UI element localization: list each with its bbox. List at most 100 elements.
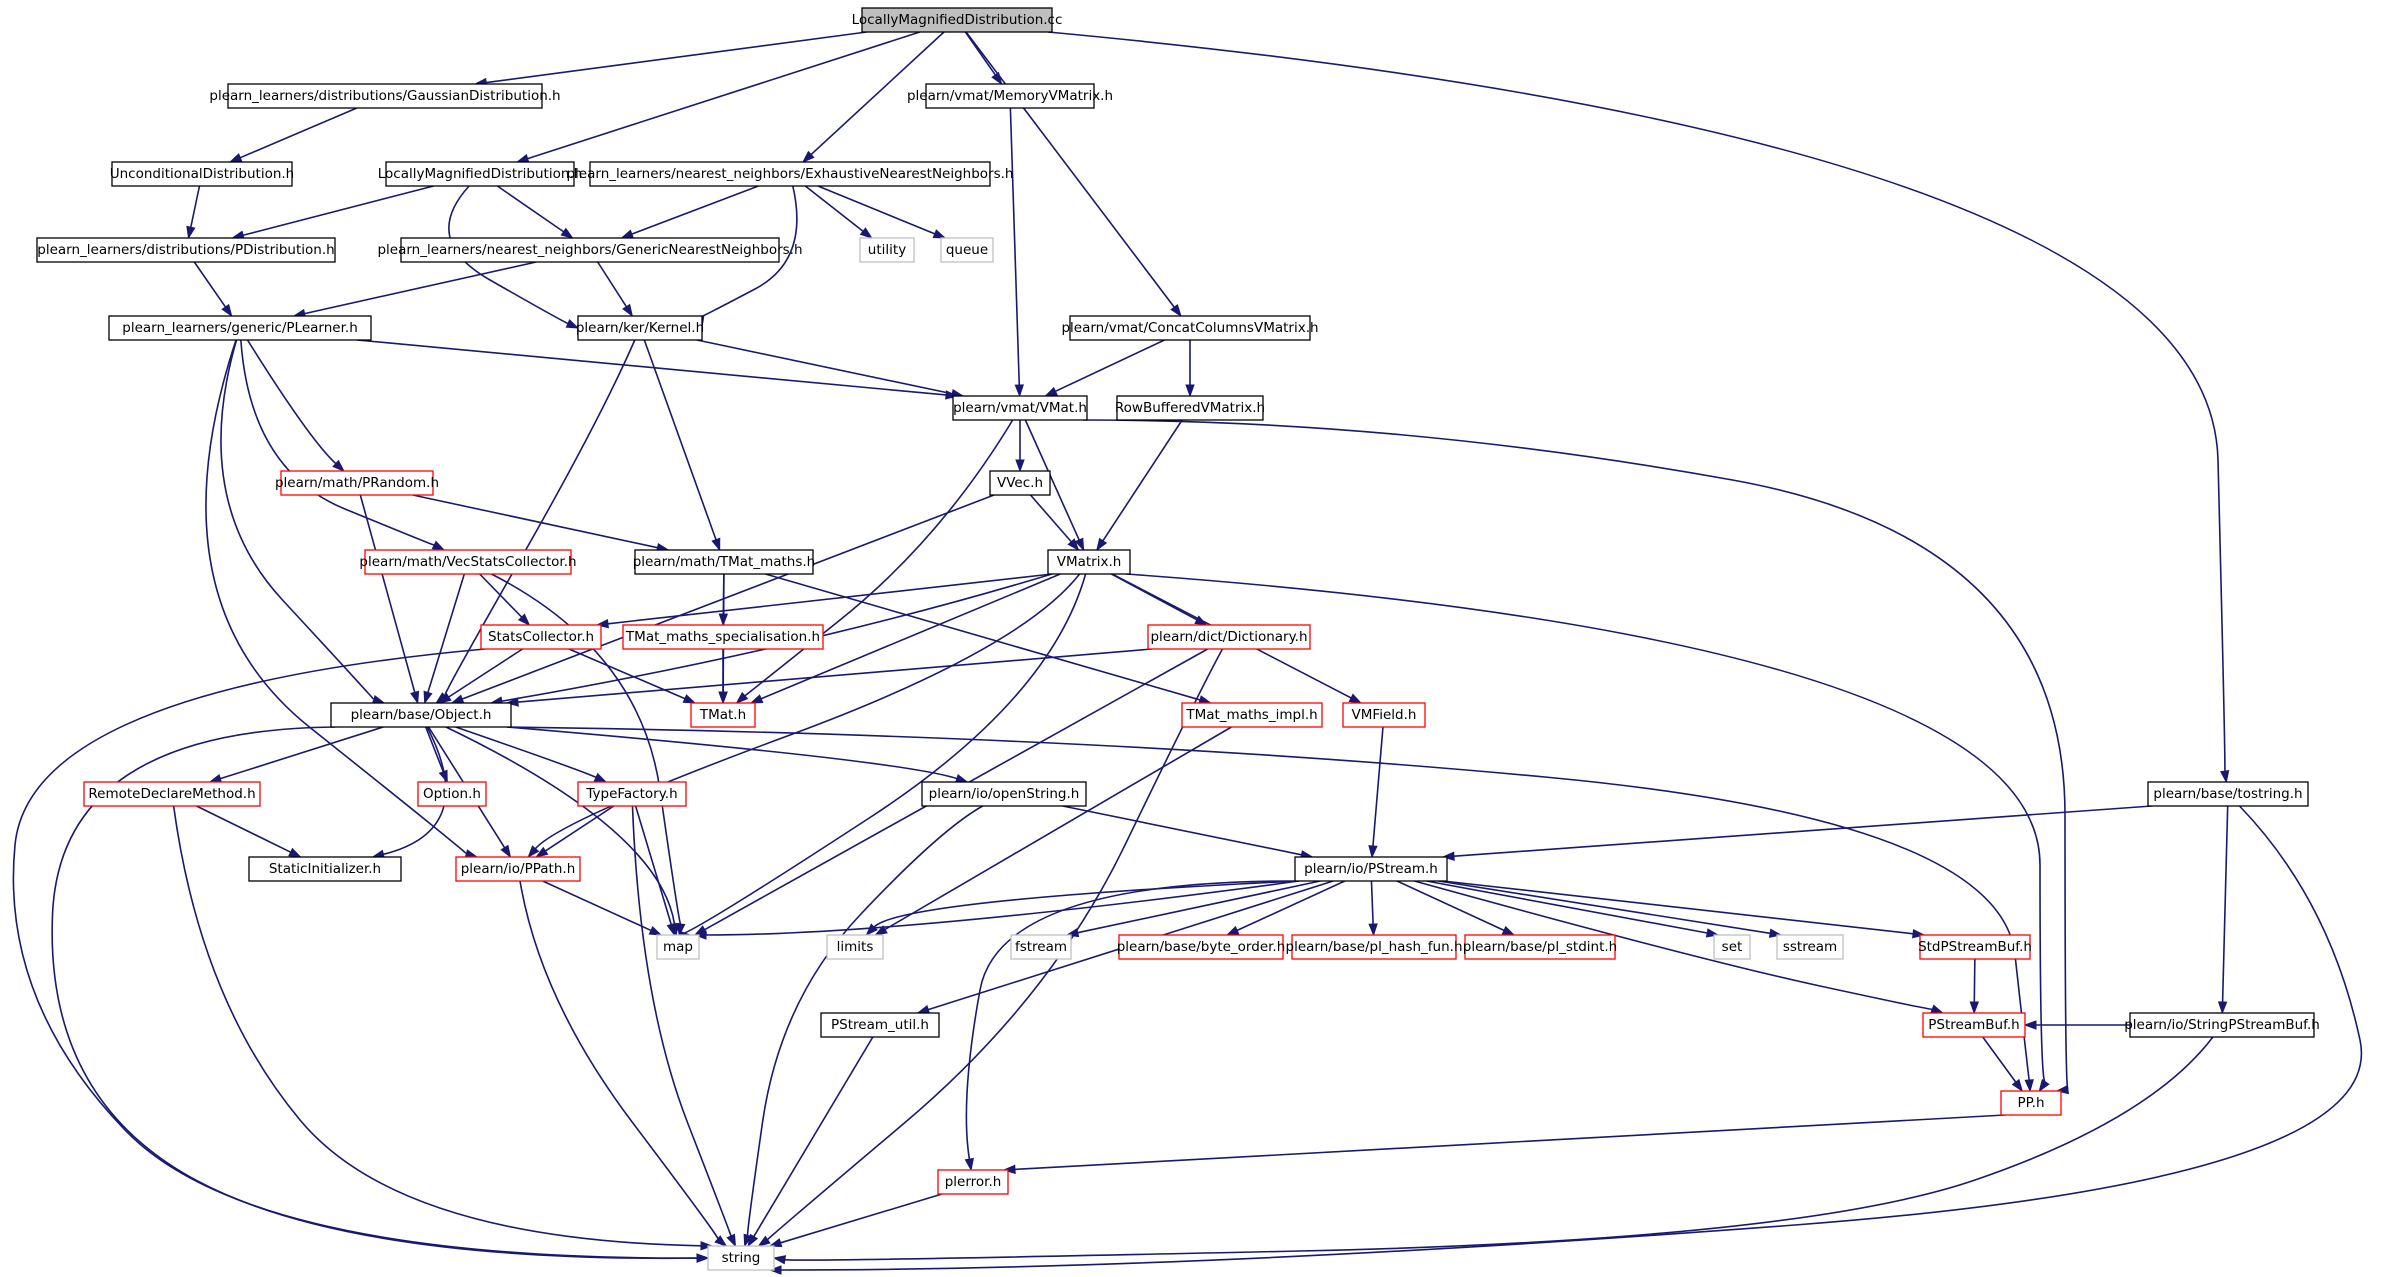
node-uncond[interactable]: UnconditionalDistribution.h <box>110 161 295 187</box>
node-hashfun[interactable]: plearn/base/pl_hash_fun.h <box>1286 934 1463 960</box>
node-memvmatrix[interactable]: plearn/vmat/MemoryVMatrix.h <box>907 83 1113 109</box>
include-edge-concat-to-rowbuf <box>1185 340 1195 398</box>
node-stdpsb[interactable]: StdPStreamBuf.h <box>1918 934 2032 960</box>
edge-line <box>743 419 1014 697</box>
node-label: plearn/ker/Kernel.h <box>576 320 704 336</box>
node-label: TMat_maths_impl.h <box>1185 707 1317 723</box>
edge-arrowhead <box>718 691 728 705</box>
include-edge-vmat-to-vvec <box>1015 420 1025 473</box>
edge-line <box>220 726 384 780</box>
include-edge-statscoll-to-object <box>438 648 523 704</box>
node-stringpsb[interactable]: plearn/io/StringPStreamBuf.h <box>2124 1012 2320 1038</box>
node-byteorder[interactable]: plearn/base/byte_order.h <box>1117 934 1286 960</box>
node-box <box>480 624 602 650</box>
node-tmat[interactable]: TMat.h <box>690 702 756 728</box>
node-label: plearn/base/tostring.h <box>2153 786 2302 802</box>
edge-line <box>427 573 466 693</box>
node-tostring[interactable]: plearn/base/tostring.h <box>2147 781 2309 807</box>
node-lmd_h[interactable]: LocallyMagnifiedDistribution.h <box>378 161 583 187</box>
edge-arrowhead <box>500 844 512 859</box>
node-exhaustive[interactable]: plearn_learners/nearest_neighbors/Exhaus… <box>566 161 1014 187</box>
include-edge-pstream-to-sstream <box>1438 880 1783 938</box>
edge-arrowhead <box>1074 537 1085 552</box>
node-generic_nn[interactable]: plearn_learners/nearest_neighbors/Generi… <box>377 237 803 263</box>
node-tmatmaths[interactable]: plearn/math/TMat_maths.h <box>633 549 816 575</box>
edge-line <box>461 494 995 700</box>
include-edge-statscoll-to-tmat <box>568 648 697 704</box>
node-staticinit[interactable]: StaticInitializer.h <box>248 856 402 882</box>
edge-line <box>965 31 1175 308</box>
node-remote[interactable]: RemoteDeclareMethod.h <box>83 781 261 807</box>
edge-line <box>753 1036 874 1237</box>
node-box <box>1922 1012 2026 1038</box>
node-pstream[interactable]: plearn/io/PStream.h <box>1294 856 1448 882</box>
node-label: StatsCollector.h <box>488 629 594 645</box>
include-edge-exhaustive-to-utility <box>804 185 873 239</box>
edge-line <box>965 880 1300 1160</box>
node-label: plearn/base/pl_stdint.h <box>1463 939 1617 955</box>
node-concat[interactable]: plearn/vmat/ConcatColumnsVMatrix.h <box>1061 315 1319 341</box>
edge-arrowhead <box>1501 925 1516 936</box>
include-edge-dictionary-to-object <box>505 648 1153 707</box>
node-box <box>1181 702 1323 728</box>
edge-arrowhead <box>228 153 243 163</box>
edge-line <box>1453 805 2153 858</box>
edge-arrowhead <box>735 691 749 704</box>
node-gaussian[interactable]: plearn_learners/distributions/GaussianDi… <box>209 83 561 109</box>
edge-arrowhead <box>505 697 519 707</box>
node-vmatrix[interactable]: VMatrix.h <box>1047 549 1131 575</box>
include-edge-lmd_h-to-kernel <box>448 185 580 329</box>
edge-arrowhead <box>726 1233 737 1248</box>
node-vecstats[interactable]: plearn/math/VecStatsCollector.h <box>359 549 577 575</box>
include-edge-lmd_h-to-pdist <box>231 185 434 240</box>
node-plerror[interactable]: plerror.h <box>937 1169 1009 1195</box>
edge-arrowhead <box>1930 1004 1944 1014</box>
node-label: plearn_learners/nearest_neighbors/Generi… <box>377 242 802 258</box>
node-openstring[interactable]: plearn/io/openString.h <box>921 781 1087 807</box>
edge-arrowhead <box>2038 1078 2050 1093</box>
edge-arrowhead <box>2023 1020 2037 1030</box>
node-plearner[interactable]: plearn_learners/generic/PLearner.h <box>108 315 372 341</box>
edge-line <box>784 1036 2214 1261</box>
node-pp[interactable]: PP.h <box>2000 1090 2062 1116</box>
node-pstreambuf[interactable]: PStreamBuf.h <box>1922 1012 2026 1038</box>
node-dictionary[interactable]: plearn/dict/Dictionary.h <box>1147 624 1311 650</box>
node-vmat[interactable]: plearn/vmat/VMat.h <box>952 395 1088 421</box>
node-label: plearn/io/StringPStreamBuf.h <box>2124 1017 2320 1033</box>
edge-line <box>817 185 936 235</box>
edge-line <box>1396 880 1505 932</box>
include-edge-stringpsb-to-pstreambuf <box>2023 1020 2130 1030</box>
include-edge-generic_nn-to-kernel <box>597 261 634 318</box>
node-object[interactable]: plearn/base/Object.h <box>330 702 512 728</box>
node-prandom[interactable]: plearn/math/PRandom.h <box>275 470 439 496</box>
edge-arrowhead <box>208 774 223 784</box>
edge-arrowhead <box>1348 693 1363 704</box>
include-edge-tostring-to-string <box>768 805 2363 1275</box>
node-box <box>861 7 1053 33</box>
node-ppath[interactable]: plearn/io/PPath.h <box>455 856 581 882</box>
node-typefactory[interactable]: TypeFactory.h <box>577 781 687 807</box>
node-tmatimpl[interactable]: TMat_maths_impl.h <box>1181 702 1323 728</box>
node-pdist[interactable]: plearn_learners/distributions/PDistribut… <box>36 237 336 263</box>
include-edge-uncond-to-pdist <box>186 185 201 240</box>
edge-arrowhead <box>932 229 947 239</box>
node-option[interactable]: Option.h <box>417 781 487 807</box>
node-statscoll[interactable]: StatsCollector.h <box>480 624 602 650</box>
include-edge-root-to-exhaustive <box>801 31 945 163</box>
node-root[interactable]: LocallyMagnifiedDistribution.cc <box>852 7 1063 33</box>
edge-arrowhead <box>648 925 663 936</box>
node-vvec[interactable]: VVec.h <box>989 470 1051 496</box>
node-label: plearn_learners/distributions/GaussianDi… <box>209 88 560 104</box>
node-label: plearn/base/Object.h <box>351 707 492 723</box>
node-vmfield[interactable]: VMField.h <box>1342 702 1426 728</box>
node-map: map <box>656 934 700 960</box>
node-box <box>364 549 572 575</box>
edge-line <box>1372 726 1384 847</box>
node-box <box>2147 781 2309 807</box>
node-pstreamutil[interactable]: PStream_util.h <box>820 1012 940 1038</box>
edge-arrowhead <box>1096 537 1108 552</box>
node-tmatspec[interactable]: TMat_maths_specialisation.h <box>622 624 824 650</box>
node-rowbuf[interactable]: RowBufferedVMatrix.h <box>1115 395 1265 421</box>
node-stdint[interactable]: plearn/base/pl_stdint.h <box>1463 934 1617 960</box>
node-kernel[interactable]: plearn/ker/Kernel.h <box>576 315 704 341</box>
